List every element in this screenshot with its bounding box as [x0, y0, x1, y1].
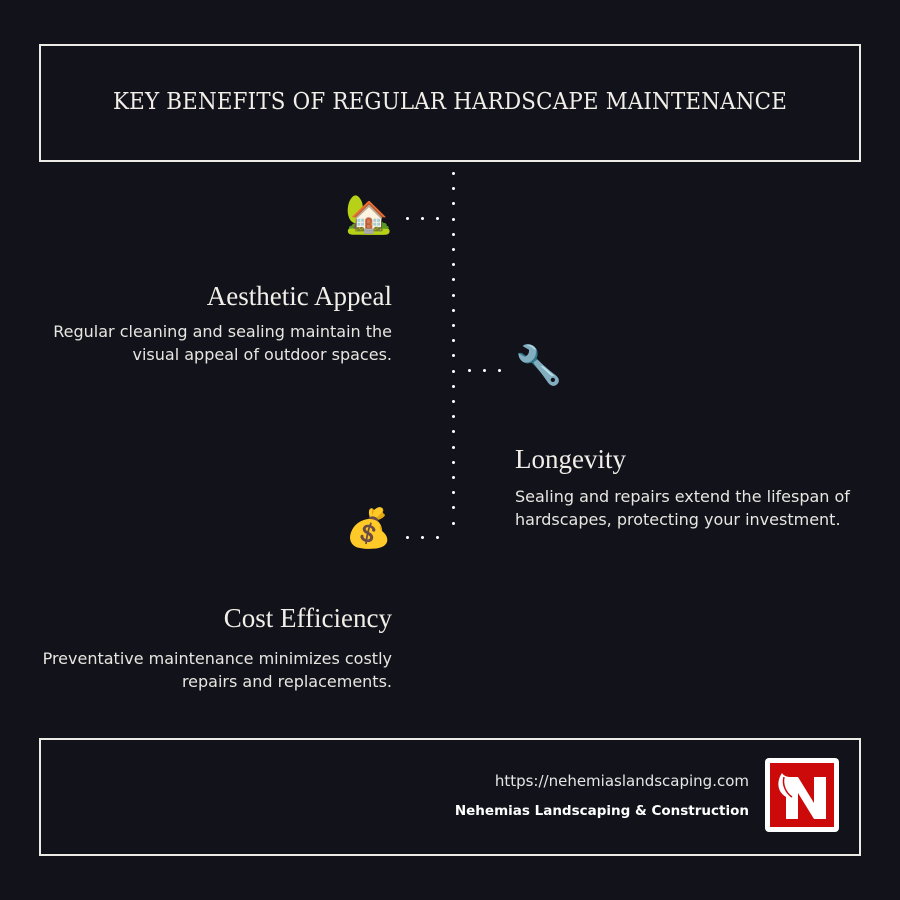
footer-box: https://nehemiaslandscaping.com Nehemias… — [39, 738, 861, 856]
page-title: KEY BENEFITS OF REGULAR HARDSCAPE MAINTE… — [112, 89, 788, 115]
connector-dot — [405, 216, 409, 220]
connector-dot — [497, 368, 501, 372]
connector-dot — [451, 414, 455, 418]
connector-dot — [420, 216, 424, 220]
connector-dot — [451, 338, 455, 342]
connector-dot — [451, 293, 455, 297]
connector-dot — [451, 475, 455, 479]
connector-dot — [451, 217, 455, 221]
connector-dot — [451, 399, 455, 403]
connector-dot — [451, 308, 455, 312]
benefit-description-cost-efficiency: Preventative maintenance minimizes costl… — [42, 649, 392, 691]
connector-dot — [451, 262, 455, 266]
website-link[interactable]: https://nehemiaslandscaping.com — [494, 772, 749, 790]
connector-dot — [451, 201, 455, 205]
connector-dot — [451, 323, 455, 327]
connector-dot — [420, 535, 424, 539]
connector-dot — [451, 277, 455, 281]
company-logo — [765, 758, 839, 832]
connector-dot — [451, 384, 455, 388]
leaf-n-logo-icon — [778, 773, 826, 819]
connector-dot — [482, 368, 486, 372]
connector-dot — [451, 247, 455, 251]
benefit-heading-longevity: Longevity — [515, 444, 626, 474]
connector-dot — [451, 505, 455, 509]
title-box: KEY BENEFITS OF REGULAR HARDSCAPE MAINTE… — [39, 44, 861, 162]
logo-badge — [770, 763, 834, 827]
company-name: Nehemias Landscaping & Construction — [454, 803, 749, 819]
connector-dot — [451, 232, 455, 236]
benefit-description-aesthetic-appeal: Regular cleaning and sealing maintain th… — [53, 322, 392, 364]
connector-dot — [451, 521, 455, 525]
connector-dot — [435, 216, 439, 220]
benefit-description-longevity: Sealing and repairs extend the lifespan … — [515, 487, 850, 529]
connector-dot — [451, 171, 455, 175]
wrench-icon: 🔧 — [515, 345, 563, 387]
money-bag-icon: 💰 — [345, 508, 393, 550]
connector-dot — [451, 353, 455, 357]
connector-dot — [451, 186, 455, 190]
house-with-garden-icon: 🏡 — [345, 194, 393, 236]
benefit-heading-cost-efficiency: Cost Efficiency — [223, 603, 392, 633]
connector-dot — [451, 460, 455, 464]
connector-dot — [451, 429, 455, 433]
connector-dot — [435, 535, 439, 539]
connector-dot — [451, 490, 455, 494]
connector-dot — [405, 535, 409, 539]
connector-dot — [467, 368, 471, 372]
benefit-heading-aesthetic-appeal: Aesthetic Appeal — [206, 281, 392, 311]
connector-dot — [451, 369, 455, 373]
connector-dot — [451, 445, 455, 449]
